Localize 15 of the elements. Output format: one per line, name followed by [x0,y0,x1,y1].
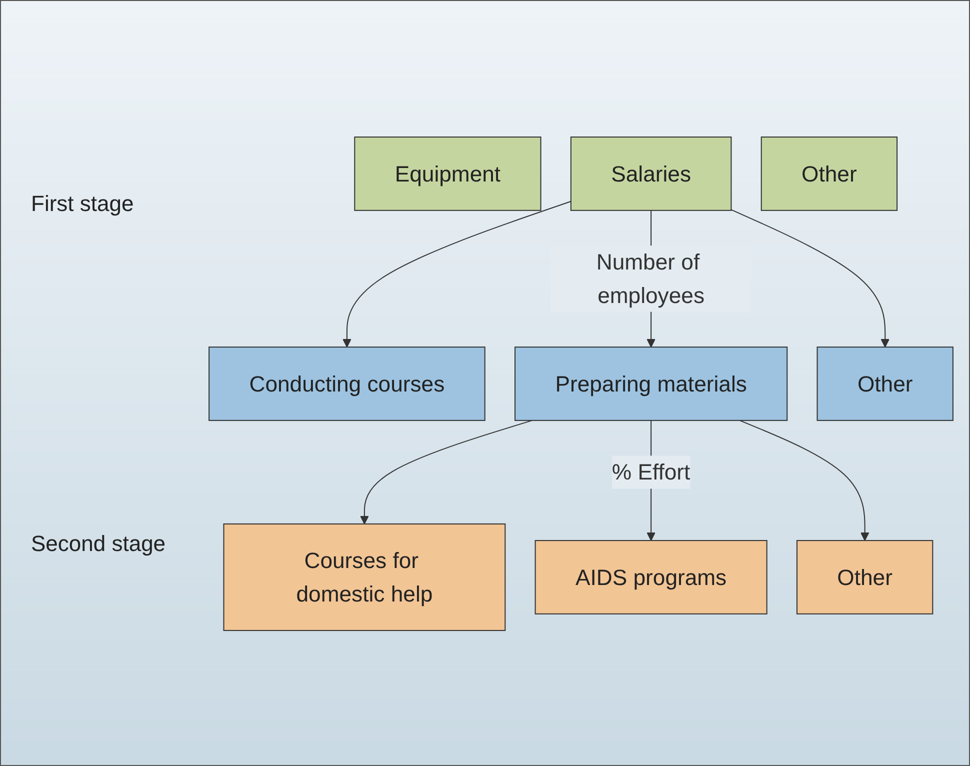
process-box: Conducting courses [208,346,486,422]
process-box: Salaries [570,136,732,212]
process-box: Preparing materials [514,346,788,422]
process-box: Other [760,136,898,212]
arrow [740,420,870,542]
edge-label: % Effort [612,456,690,489]
process-box: Equipment [354,136,542,212]
process-box: Other [816,346,954,422]
process-box: Other [796,540,934,615]
stage-label: First stage [31,191,134,217]
arrow [342,201,572,348]
arrow [730,209,890,348]
process-box: AIDS programs [534,540,768,615]
stage-label: Second stage [31,531,166,557]
process-box: Courses for domestic help [223,524,506,632]
